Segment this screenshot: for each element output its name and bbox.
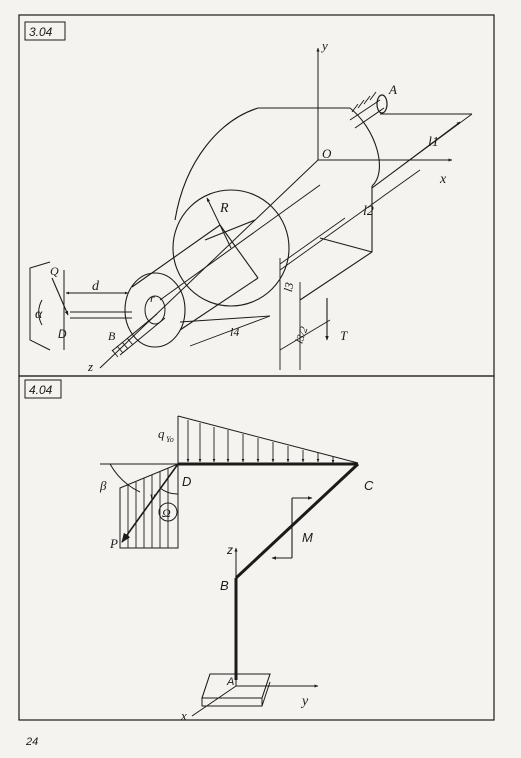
z-axis	[99, 159, 319, 369]
dim-l3-label: l3	[281, 281, 296, 293]
panel-3-04-id-box	[24, 21, 66, 41]
shaft-a: A	[349, 82, 397, 129]
point-c-label: C	[364, 478, 374, 493]
omega-symbol-label: Ω	[162, 506, 171, 520]
angle-beta-label: β	[99, 478, 107, 493]
force-p: P β γ Ω	[99, 463, 179, 551]
x-axis-label: x	[439, 172, 447, 187]
point-a-label: A	[388, 82, 397, 97]
origin-label: O	[322, 146, 332, 161]
panel-3-04-id: 3.04	[29, 25, 53, 39]
lever-d: Q α D d	[29, 261, 132, 351]
dim-l2-label: l2	[363, 204, 374, 219]
angle-alpha-label: α	[35, 307, 43, 322]
dim-l3-half-label: l3/2	[294, 325, 311, 346]
z-axis-label: z	[87, 359, 93, 374]
axes-4-04: z y x	[180, 543, 319, 723]
small-cylinder: r B	[108, 184, 321, 358]
panel-4-04-id: 4.04	[29, 383, 53, 397]
force-q-label: Q	[50, 264, 59, 278]
panel-4-04-frame	[18, 375, 495, 721]
point-d-label: D	[58, 327, 67, 341]
force-t-label: T	[340, 328, 348, 343]
x2-axis-label: x	[180, 708, 187, 723]
point-d2-label: D	[182, 474, 191, 489]
y2-axis-label: y	[300, 694, 309, 709]
panel-4-04: 4.04 q Yo	[18, 375, 495, 723]
force-q-arrow	[51, 277, 69, 316]
frame-structure: C D B A	[178, 462, 374, 688]
point-b2-label: B	[220, 578, 229, 593]
angle-gamma-label: γ	[150, 489, 155, 503]
moment-m-label: M	[302, 530, 313, 545]
z2-axis-label: z	[226, 543, 233, 557]
force-p-arrow	[121, 463, 179, 543]
load-q-label: q	[158, 426, 165, 441]
y-axis-label: y	[320, 38, 328, 53]
point-b-label: B	[108, 329, 116, 343]
force-p-label: P	[109, 536, 118, 551]
dim-d-label: d	[92, 279, 100, 294]
large-cylinder	[172, 107, 380, 307]
point-a2-label: A	[226, 676, 234, 688]
small-radius-label: r	[150, 291, 155, 305]
distributed-load: q Yo	[158, 415, 359, 464]
panel-3-04: 3.04 y x z O	[18, 14, 495, 377]
load-q-subscript: Yo	[166, 435, 174, 444]
panel-4-04-id-box	[24, 379, 62, 399]
dim-l4-label: l4	[230, 325, 239, 339]
radius-r-line	[206, 197, 232, 249]
beam-cb	[234, 462, 360, 580]
dimensions-l: l1 l2 l3 l3/2 l4 T	[179, 113, 473, 370]
omega-symbol-circle	[158, 502, 178, 522]
radius-r-label: R	[219, 201, 229, 216]
axes-3-04: y x z O	[87, 38, 453, 374]
page-number: 24	[25, 736, 38, 748]
moment-m: M	[271, 496, 313, 560]
dim-l1-label: l1	[428, 135, 439, 150]
